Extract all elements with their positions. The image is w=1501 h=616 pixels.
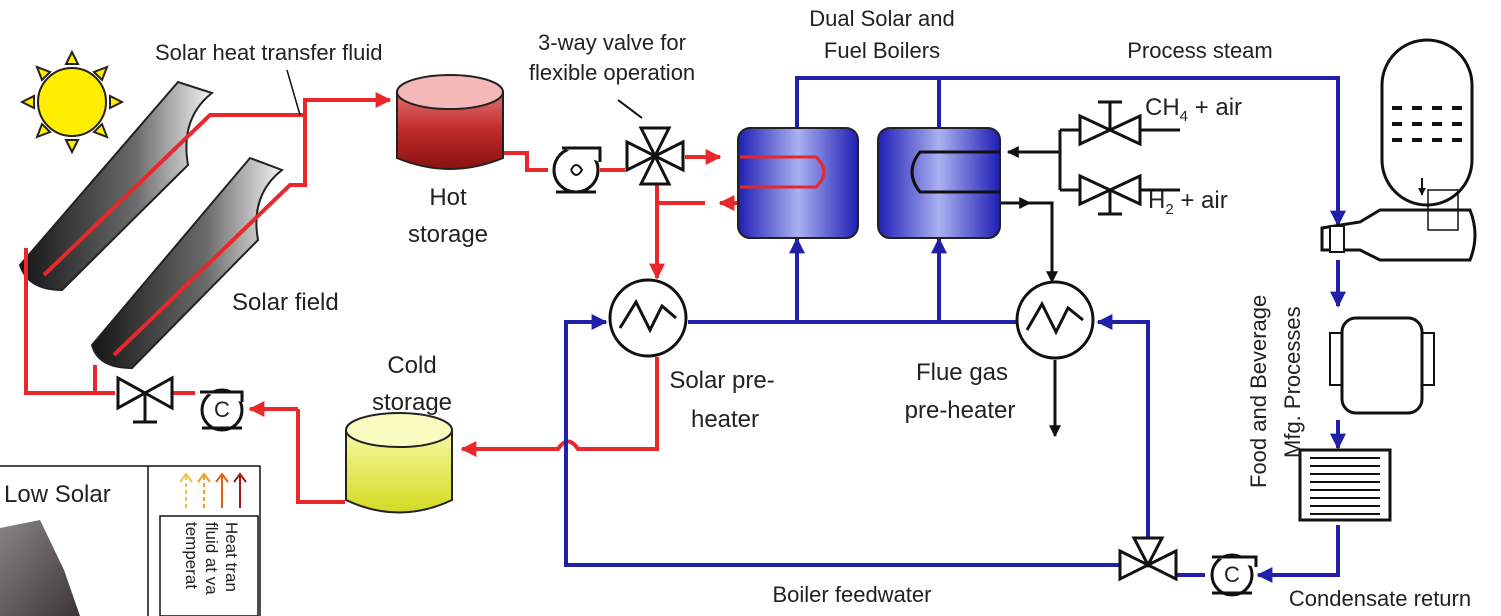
valve-icon [1078, 100, 1142, 147]
solar-fluid-label: Solar heat transfer fluid [155, 40, 382, 65]
cold-storage-label-1: Cold [387, 352, 436, 379]
condensate-return-label: Condensate return [1289, 586, 1471, 611]
food-beverage-label-1: Food and Beverage [1246, 295, 1271, 488]
valve-caption-line1: 3-way valve for [538, 30, 686, 55]
food-beverage-label-2: Mfg. Processes [1280, 306, 1305, 458]
pump-icon: C [200, 388, 244, 432]
inset-legend-line3: temperat [182, 522, 201, 589]
sun-icon [19, 49, 125, 155]
ch4-air-label: CH4 + air [1145, 94, 1242, 125]
valve-icon [116, 375, 174, 424]
boilers-caption-line2: Fuel Boilers [824, 38, 940, 63]
solar-field-label: Solar field [232, 289, 339, 316]
pump-icon: C [1210, 553, 1258, 597]
process-steam-label: Process steam [1127, 38, 1273, 63]
hot-storage-label-1: Hot [429, 184, 467, 211]
solar-preheater-label-1: Solar pre- [669, 367, 774, 394]
solar-fluid-pointer [286, 69, 301, 116]
inset-legend-line1: Heat tran [222, 522, 241, 592]
flue-preheater-label-1: Flue gas [916, 359, 1008, 386]
low-solar-inset: Low Solar Heat tran fluid at va temperat [0, 465, 261, 616]
valve-icon [1078, 173, 1142, 216]
hot-storage-tank [396, 74, 504, 170]
process-vessel-icon [1320, 38, 1477, 262]
pump-label: C [214, 397, 230, 422]
three-way-valve-icon [1118, 536, 1178, 582]
temperature-arrows-icon [179, 472, 247, 508]
heat-exchanger-icon [1015, 280, 1095, 360]
boiler-icon [877, 127, 1001, 239]
water-steam-loop [564, 76, 1346, 583]
valve-pointer [617, 99, 643, 119]
pump-label: C [1224, 562, 1240, 587]
rock-image [0, 520, 80, 616]
cold-storage-tank [345, 412, 453, 514]
fuel-gas-lines [1000, 128, 1180, 438]
cold-storage-label-2: storage [372, 389, 452, 416]
inset-title: Low Solar [4, 481, 111, 508]
pump-icon [552, 146, 602, 194]
three-way-valve-icon [625, 126, 685, 186]
boiler-icon [737, 127, 859, 239]
dryer-icon [1329, 316, 1435, 415]
hot-fluid-loop [24, 92, 824, 504]
hot-storage-label-2: storage [408, 221, 488, 248]
valve-caption-line2: flexible operation [529, 60, 695, 85]
cooler-icon [1298, 448, 1392, 522]
inset-legend-line2: fluid at va [202, 522, 221, 595]
boilers-caption-line1: Dual Solar and [809, 6, 955, 31]
heat-exchanger-icon [608, 278, 688, 358]
h2-air-label: H2 + air [1148, 187, 1228, 218]
boiler-feedwater-label: Boiler feedwater [773, 582, 932, 607]
solar-preheater-label-2: heater [691, 406, 759, 433]
flue-preheater-label-2: pre-heater [905, 397, 1016, 424]
parabolic-trough-icon [18, 80, 285, 370]
